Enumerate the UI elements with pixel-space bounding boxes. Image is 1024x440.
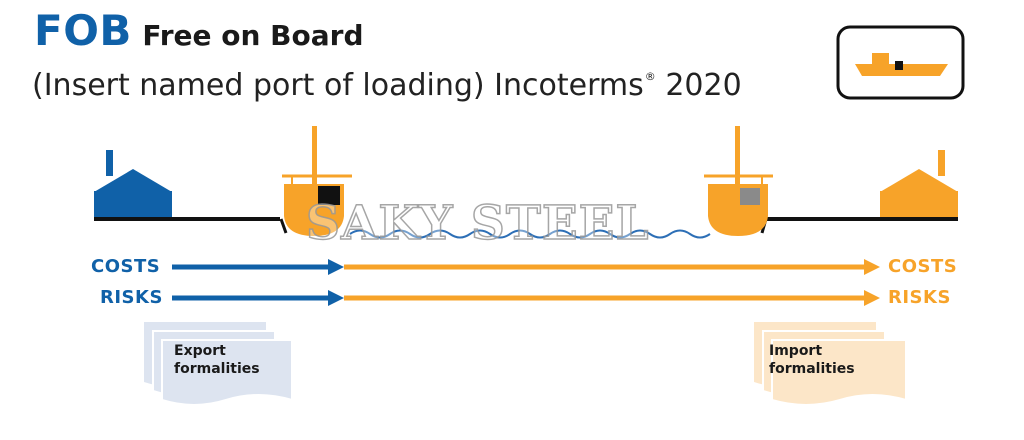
loading-port-ship — [282, 126, 352, 236]
import-formalities-note: Import formalities — [769, 342, 855, 378]
export-note-line2: formalities — [174, 361, 260, 377]
destination-port-ship — [704, 126, 773, 236]
costs-label-buyer: COSTS — [888, 256, 958, 277]
page-title: FOB Free on Board — [34, 6, 364, 55]
subtitle-text: (Insert named port of loading) Incoterms — [32, 68, 644, 103]
costs-label-seller: COSTS — [91, 256, 161, 277]
ship-icon — [836, 25, 965, 100]
incoterm-full-name: Free on Board — [142, 19, 364, 52]
import-note-line2: formalities — [769, 361, 855, 377]
watermark-text: SAKY STEEL — [305, 195, 650, 252]
seller-warehouse-icon — [94, 150, 172, 220]
subtitle-year: 2020 — [665, 68, 742, 103]
incoterm-abbreviation: FOB — [34, 6, 132, 55]
export-note-line1: Export — [174, 343, 226, 359]
water-waves — [349, 229, 711, 239]
export-formalities-note: Export formalities — [174, 342, 260, 378]
import-note-line1: Import — [769, 343, 823, 359]
risks-transfer-arrows — [172, 290, 880, 306]
costs-transfer-arrows — [172, 259, 880, 275]
registered-mark: ® — [644, 70, 656, 83]
export-documents-stack — [144, 322, 293, 406]
buyer-warehouse-icon — [880, 150, 958, 220]
page-subtitle: (Insert named port of loading) Incoterms… — [32, 68, 742, 103]
risks-label-buyer: RISKS — [888, 287, 951, 308]
risks-label-seller: RISKS — [100, 287, 163, 308]
import-documents-stack — [754, 322, 907, 406]
